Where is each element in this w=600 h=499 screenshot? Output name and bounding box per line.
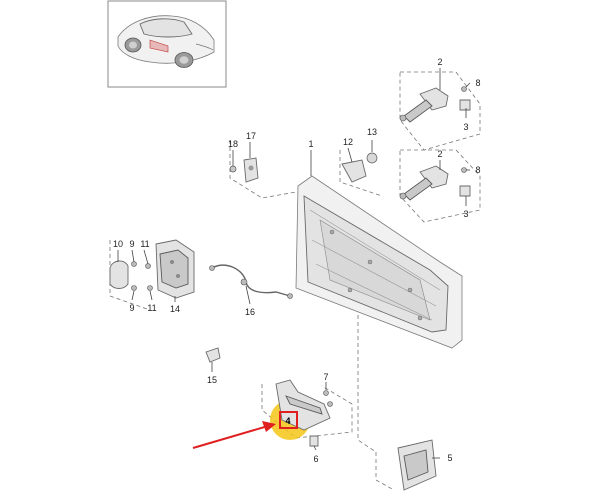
- callout-15: 15: [207, 375, 217, 385]
- part-6-bolt: [309, 435, 319, 447]
- callout-10: 10: [113, 239, 123, 249]
- part-2-hinge-upper: [399, 86, 471, 123]
- callout-9-upper: 9: [129, 239, 134, 249]
- part-4-door-check: [270, 379, 333, 440]
- callout-11-lower: 11: [147, 303, 156, 313]
- leader-lines: [117, 68, 471, 459]
- part-13-plug: [366, 152, 378, 164]
- part-12-bracket: [341, 159, 367, 183]
- car-thumbnail-icon: [117, 15, 215, 68]
- callout-3-lower: 3: [463, 209, 468, 219]
- part-15-clip: [205, 347, 221, 363]
- callout-3-upper: 3: [463, 122, 468, 132]
- callout-labels: 1 2 2 3 3 4 5 6 7 8 8 9 9 10 11 11 12 13…: [113, 57, 481, 464]
- part-5-trim: [397, 439, 437, 491]
- part-1-door-panel: [295, 175, 463, 349]
- callout-13: 13: [367, 127, 377, 137]
- part-18-clip: [229, 165, 237, 173]
- part-17-bracket: [243, 157, 259, 183]
- assembly-guides: [109, 71, 481, 491]
- part-10-cover: [109, 260, 129, 289]
- callout-11-upper: 11: [140, 239, 149, 249]
- callout-8-upper: 8: [475, 78, 480, 88]
- part-9-screws: [131, 261, 137, 291]
- part-14-lock: [155, 239, 195, 299]
- callout-17: 17: [246, 131, 256, 141]
- callout-2-lower: 2: [437, 149, 442, 159]
- callout-6: 6: [313, 454, 318, 464]
- highlight-box: [279, 411, 298, 429]
- callout-16: 16: [245, 307, 255, 317]
- part-7-bolt: [323, 390, 329, 396]
- callout-5: 5: [447, 453, 452, 463]
- callout-2-upper: 2: [437, 57, 442, 67]
- callout-4[interactable]: 4: [285, 416, 290, 426]
- vehicle-thumbnail: [107, 0, 227, 88]
- callout-12: 12: [343, 137, 353, 147]
- callout-14: 14: [170, 304, 180, 314]
- callout-18: 18: [228, 139, 238, 149]
- part-2-hinge-lower: [399, 165, 471, 201]
- callout-7: 7: [323, 372, 328, 382]
- callout-9-lower: 9: [129, 303, 134, 313]
- callout-8-lower: 8: [475, 165, 480, 175]
- part-11-screws: [145, 263, 153, 291]
- highlight-arrow: [192, 421, 276, 449]
- callout-1: 1: [308, 139, 313, 149]
- part-16-cable: [209, 264, 293, 299]
